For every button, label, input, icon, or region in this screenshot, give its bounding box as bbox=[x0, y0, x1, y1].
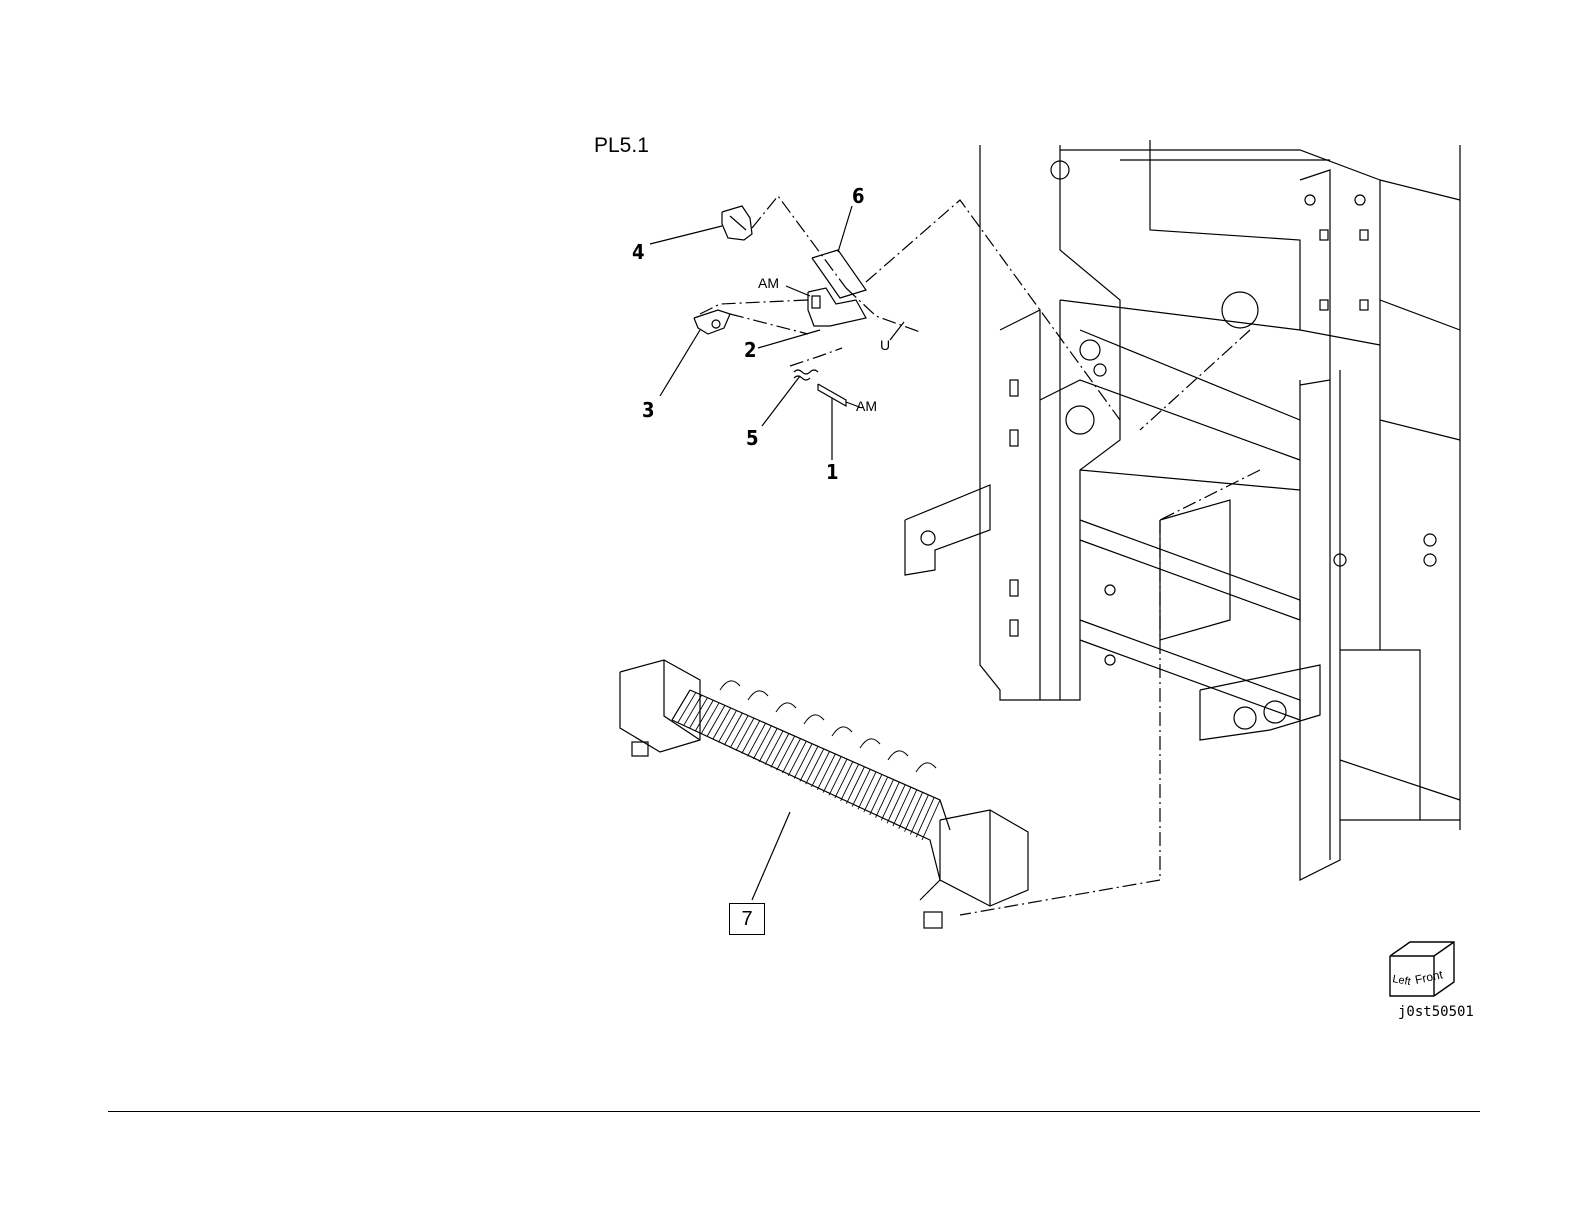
machine-frame bbox=[905, 140, 1460, 880]
fuser-rib bbox=[771, 733, 789, 767]
fuser-rib bbox=[817, 754, 835, 790]
fuser-rib bbox=[684, 695, 702, 725]
fuser-rib bbox=[765, 731, 783, 765]
tag-u: U bbox=[880, 337, 890, 353]
tag-am-top: AM bbox=[758, 275, 779, 291]
fuser-rib bbox=[881, 782, 899, 820]
fuser-rib bbox=[788, 741, 806, 776]
fuser-rib bbox=[678, 693, 696, 723]
callout-item-3: 3 bbox=[642, 398, 655, 422]
fuser-assembly bbox=[620, 660, 1028, 928]
fuser-rib bbox=[841, 764, 859, 801]
fuser-rib bbox=[864, 774, 882, 812]
orientation-cube bbox=[1390, 942, 1454, 996]
fuser-rib bbox=[858, 772, 876, 809]
fuser-rib bbox=[800, 746, 818, 781]
orientation-front-label: Front bbox=[1414, 967, 1445, 987]
fuser-rib bbox=[887, 785, 905, 824]
fuser-rib bbox=[782, 739, 800, 773]
fuser-rib bbox=[742, 721, 760, 754]
fuser-rib bbox=[916, 797, 934, 837]
fuser-rib bbox=[910, 795, 928, 835]
figure-code: j0st50501 bbox=[1398, 1004, 1474, 1020]
fuser-rib bbox=[893, 787, 911, 826]
fuser-rib bbox=[701, 703, 719, 734]
fuser-rib bbox=[748, 723, 766, 756]
fuser-rib bbox=[672, 690, 690, 720]
fuser-rib bbox=[823, 757, 841, 793]
fuser-rib bbox=[689, 698, 707, 729]
fuser-ribs bbox=[672, 690, 940, 840]
fuser-rib bbox=[875, 780, 893, 818]
fuser-rib bbox=[707, 705, 725, 736]
fuser-rib bbox=[753, 726, 771, 759]
fuser-rib bbox=[922, 800, 940, 840]
fuser-rib bbox=[794, 744, 812, 779]
orientation-left-label: Left bbox=[1391, 973, 1411, 988]
callout-item-5: 5 bbox=[746, 426, 759, 450]
fuser-rib bbox=[905, 792, 923, 831]
fuser-rib bbox=[846, 767, 864, 804]
fuser-rib bbox=[724, 713, 742, 745]
small-parts bbox=[694, 196, 1260, 915]
fuser-rib bbox=[870, 777, 888, 815]
fuser-rib bbox=[806, 749, 824, 784]
plate-label: PL5.1 bbox=[594, 134, 649, 158]
callout-item-4: 4 bbox=[632, 240, 645, 264]
fuser-rib bbox=[736, 718, 754, 751]
fuser-rib bbox=[759, 728, 777, 761]
callout-item-6: 6 bbox=[852, 184, 865, 208]
fuser-rib bbox=[777, 736, 795, 770]
fuser-rib bbox=[730, 716, 748, 748]
callout-item-7: 7 bbox=[729, 903, 765, 935]
fuser-rib bbox=[835, 762, 853, 799]
fuser-rib bbox=[719, 710, 737, 742]
fuser-rib bbox=[829, 759, 847, 795]
tag-am-pin: AM bbox=[856, 398, 877, 414]
fuser-rib bbox=[852, 769, 870, 806]
callout-item-2: 2 bbox=[744, 338, 757, 362]
leader-lines bbox=[650, 206, 904, 900]
fuser-rib bbox=[695, 700, 713, 731]
fuser-rib bbox=[899, 790, 917, 829]
fuser-rib bbox=[713, 708, 731, 740]
callout-item-1: 1 bbox=[826, 460, 839, 484]
fuser-rib bbox=[812, 751, 830, 787]
footer-rule bbox=[108, 1111, 1480, 1112]
